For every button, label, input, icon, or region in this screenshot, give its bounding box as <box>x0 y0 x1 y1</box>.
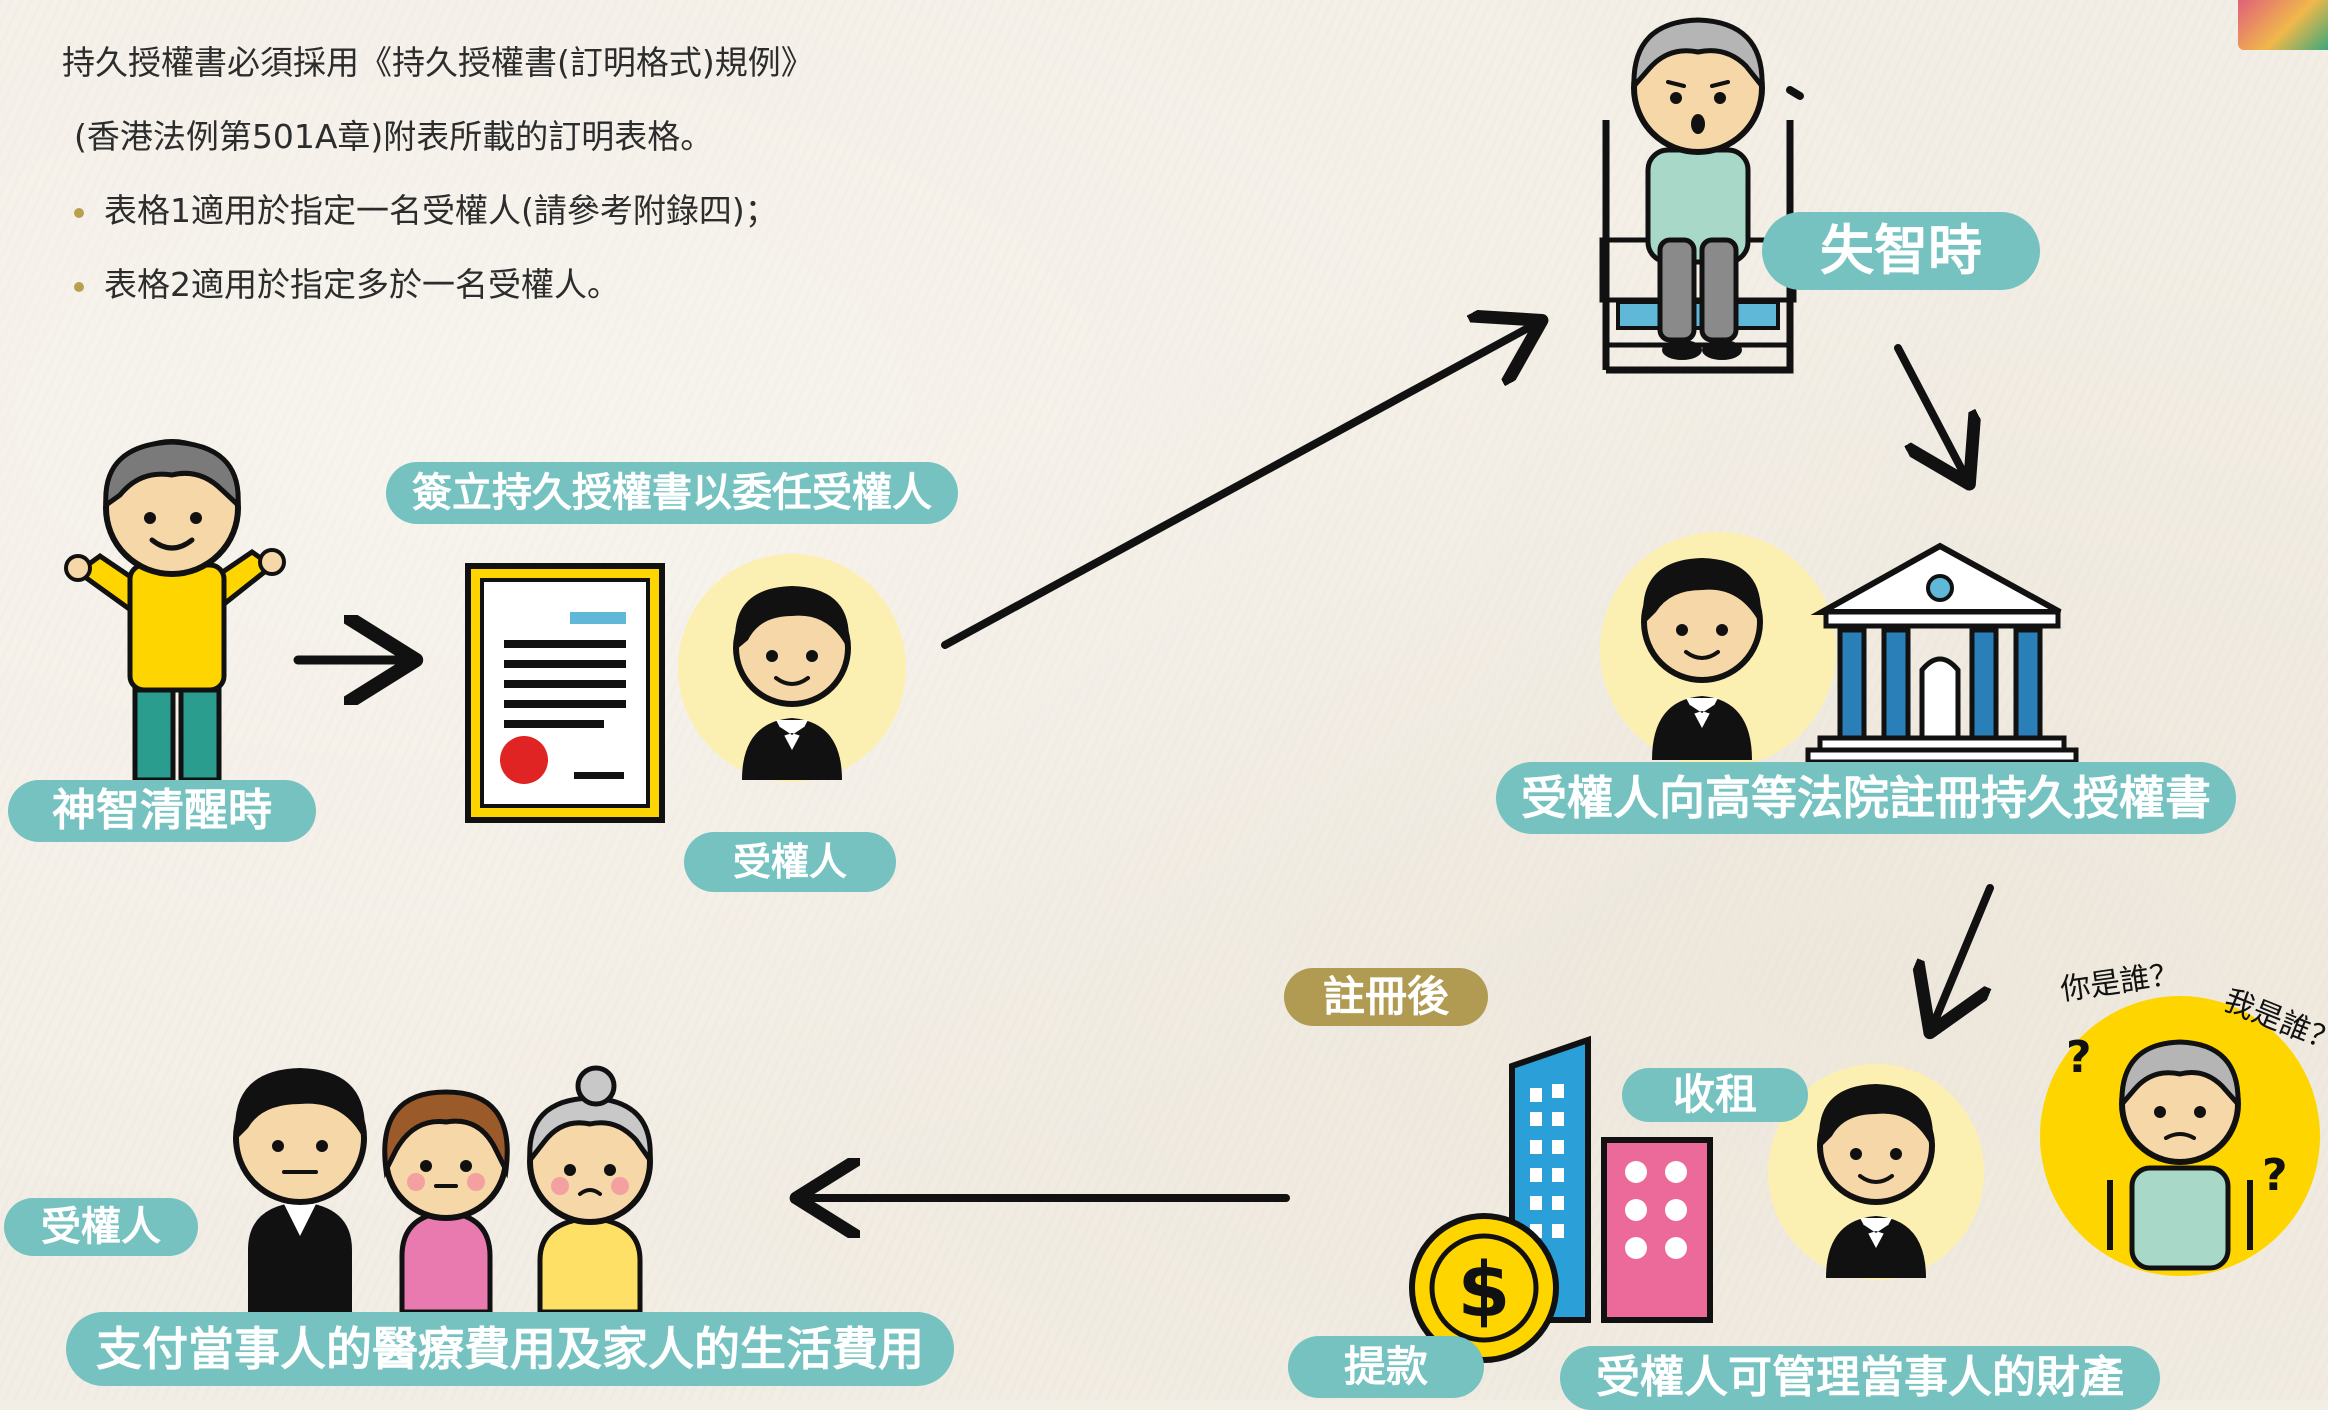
bullet-dot-icon <box>74 207 84 218</box>
label-manage-property: 受權人可管理當事人的財產 <box>1560 1346 2160 1410</box>
intro-line-2: (香港法例第501A章)附表所載的訂明表格。 <box>74 117 714 156</box>
intro-text: 持久授權書必須採用《持久授權書(訂明格式)規例》 (香港法例第501A章)附表所… <box>62 36 814 332</box>
confused-elder-icon: ? ? <box>2040 996 2320 1276</box>
intro-line-1: 持久授權書必須採用《持久授權書(訂明格式)規例》 <box>62 43 814 82</box>
wheelchair-elder-icon <box>1599 17 1804 374</box>
arrow-4 <box>1936 884 1994 1018</box>
arrow-3 <box>1894 344 1962 470</box>
label-collect-rent: 收租 <box>1622 1068 1808 1122</box>
coin-icon: $ <box>1409 1213 1559 1363</box>
bullet-2-text: 表格2適用於指定多於一名受權人。 <box>104 265 620 304</box>
elderly-man-icon <box>64 439 286 783</box>
svg-text:$: $ <box>1458 1245 1511 1334</box>
label-attorney-2: 受權人 <box>4 1198 198 1256</box>
attorney-managing-icon <box>1768 1064 1984 1280</box>
bullet-1-text: 表格1適用於指定一名受權人(請參考附錄四)； <box>104 191 778 230</box>
logo-corner <box>2238 0 2328 50</box>
arrow-2 <box>941 328 1528 649</box>
label-pay-expenses: 支付當事人的醫療費用及家人的生活費用 <box>66 1312 954 1386</box>
label-after-register: 註冊後 <box>1284 968 1488 1026</box>
intro-bullet-2: 表格2適用於指定多於一名受權人。 <box>62 258 814 332</box>
label-attorney: 受權人 <box>684 832 896 892</box>
svg-text:?: ? <box>2066 1032 2092 1083</box>
attorney-icon <box>678 554 906 782</box>
intro-bullet-1: 表格1適用於指定一名受權人(請參考附錄四)； <box>62 184 814 258</box>
label-register: 受權人向高等法院註冊持久授權書 <box>1496 762 2236 834</box>
label-lucid: 神智清醒時 <box>8 780 316 842</box>
label-incapable: 失智時 <box>1762 212 2040 290</box>
family-icon <box>233 1065 653 1315</box>
attorney-court-icon <box>1600 532 1836 768</box>
label-sign-epa: 簽立持久授權書以委任受權人 <box>386 462 958 524</box>
bullet-dot-icon <box>74 281 84 292</box>
label-withdraw: 提款 <box>1288 1336 1484 1398</box>
document-icon <box>465 563 665 823</box>
court-building-icon <box>1805 542 2079 765</box>
svg-text:?: ? <box>2262 1150 2288 1201</box>
building-icon <box>1509 1035 1713 1323</box>
